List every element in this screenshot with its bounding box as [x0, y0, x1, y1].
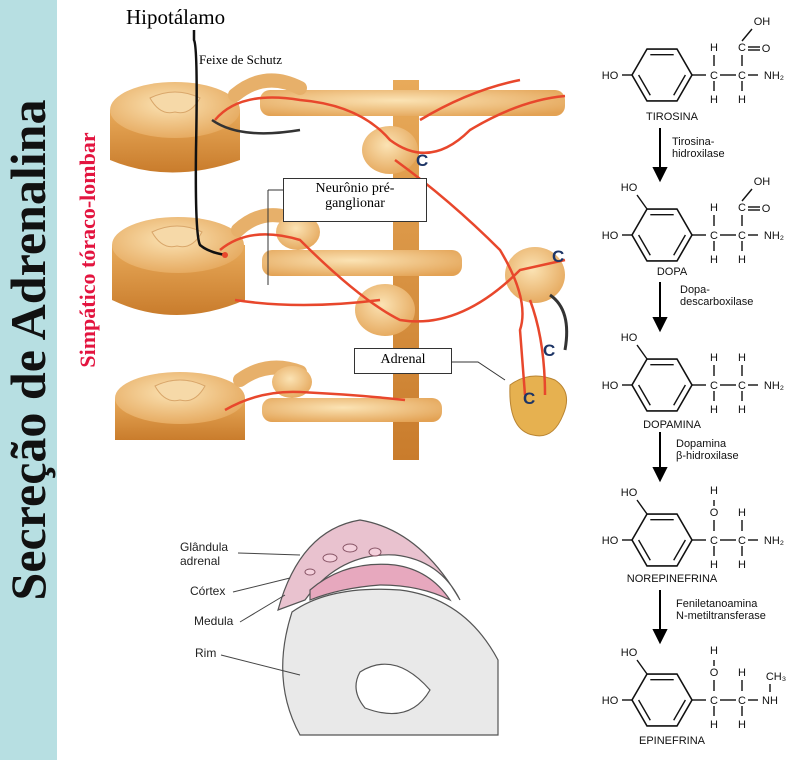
medulla-label: Medula: [194, 614, 234, 628]
pathway-arrows: [652, 128, 668, 645]
enzyme-label: Dopamina β-hidroxilase: [676, 438, 739, 462]
methyl-label: CH₃: [766, 671, 786, 683]
schutz-label: Feixe de Schutz: [199, 52, 283, 67]
cortex-label: Córtex: [190, 584, 226, 598]
compound-name: EPINEFRINA: [639, 735, 706, 747]
benzene-ring: [631, 673, 693, 727]
amine-label: NH: [762, 695, 778, 707]
hypothalamus-label: Hipotálamo: [126, 5, 226, 29]
amine-label: NH₂: [764, 70, 784, 82]
hydroxyl-label: HO: [621, 647, 638, 659]
benzene-ring: [631, 208, 693, 262]
hydrogen-label: H: [738, 667, 746, 679]
kidney-label: Rim: [195, 646, 217, 660]
carbon-label: C: [710, 380, 718, 392]
adrenal-label: Adrenal: [354, 348, 452, 374]
spinal-segment-lower: [115, 372, 245, 440]
carbon-label: C: [738, 70, 746, 82]
hydroxyl-label: HO: [602, 695, 619, 707]
nerve-trunk-lower: [262, 398, 442, 422]
kidney-shape: [282, 588, 499, 736]
hydrogen-label: H: [710, 352, 718, 364]
benzene-ring: [631, 48, 693, 102]
spinal-segment-middle: [112, 217, 245, 315]
hydrogen-label: H: [710, 404, 718, 416]
carbon-label: C: [738, 202, 746, 214]
oxygen-label: O: [762, 43, 771, 55]
chain-ganglion-upper: [362, 126, 418, 174]
carbon-label: C: [710, 535, 718, 547]
hydroxyl-label: OH: [754, 176, 771, 188]
oxygen-label: O: [710, 667, 719, 679]
carbon-label: C: [738, 42, 746, 54]
compound-name: TIROSINA: [646, 111, 699, 123]
schutz-bundle-line: [192, 30, 226, 257]
nerve-trunk-upper: [260, 90, 565, 116]
hydrogen-label: H: [738, 559, 746, 571]
hydroxyl-label: HO: [602, 230, 619, 242]
hydrogen-label: H: [710, 202, 718, 214]
adrenal-gland-cap: [277, 519, 461, 611]
hydroxyl-label: HO: [621, 487, 638, 499]
enzyme-label: Dopa- descarboxilase: [680, 284, 754, 308]
c-marker: C: [543, 341, 555, 360]
hydroxyl-label: HO: [602, 535, 619, 547]
hydrogen-label: H: [738, 352, 746, 364]
hydroxyl-label: HO: [621, 182, 638, 194]
dorsal-ganglion: [276, 214, 320, 250]
hydrogen-label: H: [710, 719, 718, 731]
preganglionic-label: Neurônio pré-: [315, 181, 395, 196]
compound-name: DOPAMINA: [643, 419, 702, 431]
nerve-trunk-middle: [262, 250, 462, 276]
hydrogen-label: H: [738, 94, 746, 106]
enzyme-label: Tirosina- hidroxilase: [672, 136, 725, 160]
carbon-label: C: [738, 380, 746, 392]
carbon-label: C: [710, 695, 718, 707]
oxygen-label: O: [710, 507, 719, 519]
amine-label: NH₂: [764, 535, 784, 547]
adrenal-gland-label: Glândula adrenal: [180, 540, 229, 568]
carbon-label: C: [710, 70, 718, 82]
hydrogen-label: H: [710, 559, 718, 571]
c-marker: C: [552, 247, 564, 266]
carbon-label: C: [738, 695, 746, 707]
hydrogen-label: H: [738, 404, 746, 416]
compound-name: DOPA: [657, 266, 688, 278]
hydrogen-label: H: [738, 254, 746, 266]
c-marker: C: [523, 389, 535, 408]
chain-ganglion-middle: [355, 284, 415, 336]
c-marker: C: [416, 151, 428, 170]
hydroxyl-label: OH: [754, 16, 771, 28]
amine-label: NH₂: [764, 380, 784, 392]
prevertebral-ganglion: [505, 247, 565, 303]
benzene-ring: [631, 358, 693, 412]
hydrogen-label: H: [738, 719, 746, 731]
preganglionic-label-2: ganglionar: [325, 196, 385, 211]
benzene-ring: [631, 513, 693, 567]
compound-name: NOREPINEFRINA: [627, 573, 718, 585]
oxygen-label: O: [762, 203, 771, 215]
preganglionic-label-box: Neurônio pré- ganglionar: [283, 178, 427, 222]
carbon-label: C: [738, 535, 746, 547]
hydrogen-label: H: [710, 94, 718, 106]
nerve-fibres: [214, 78, 566, 412]
hydrogen-label: H: [710, 485, 718, 497]
hydrogen-label: H: [710, 254, 718, 266]
hydrogen-label: H: [710, 645, 718, 657]
carbon-label: C: [738, 230, 746, 242]
hydrogen-label: H: [710, 42, 718, 54]
hydroxyl-label: HO: [602, 380, 619, 392]
hydrogen-label: H: [738, 507, 746, 519]
enzyme-label: Feniletanoamina N-metiltransferase: [676, 598, 766, 622]
amine-label: NH₂: [764, 230, 784, 242]
carbon-label: C: [710, 230, 718, 242]
hydroxyl-label: HO: [621, 332, 638, 344]
hydroxyl-label: HO: [602, 70, 619, 82]
sidebar: [0, 0, 57, 760]
spinal-segment-upper: [110, 82, 240, 173]
